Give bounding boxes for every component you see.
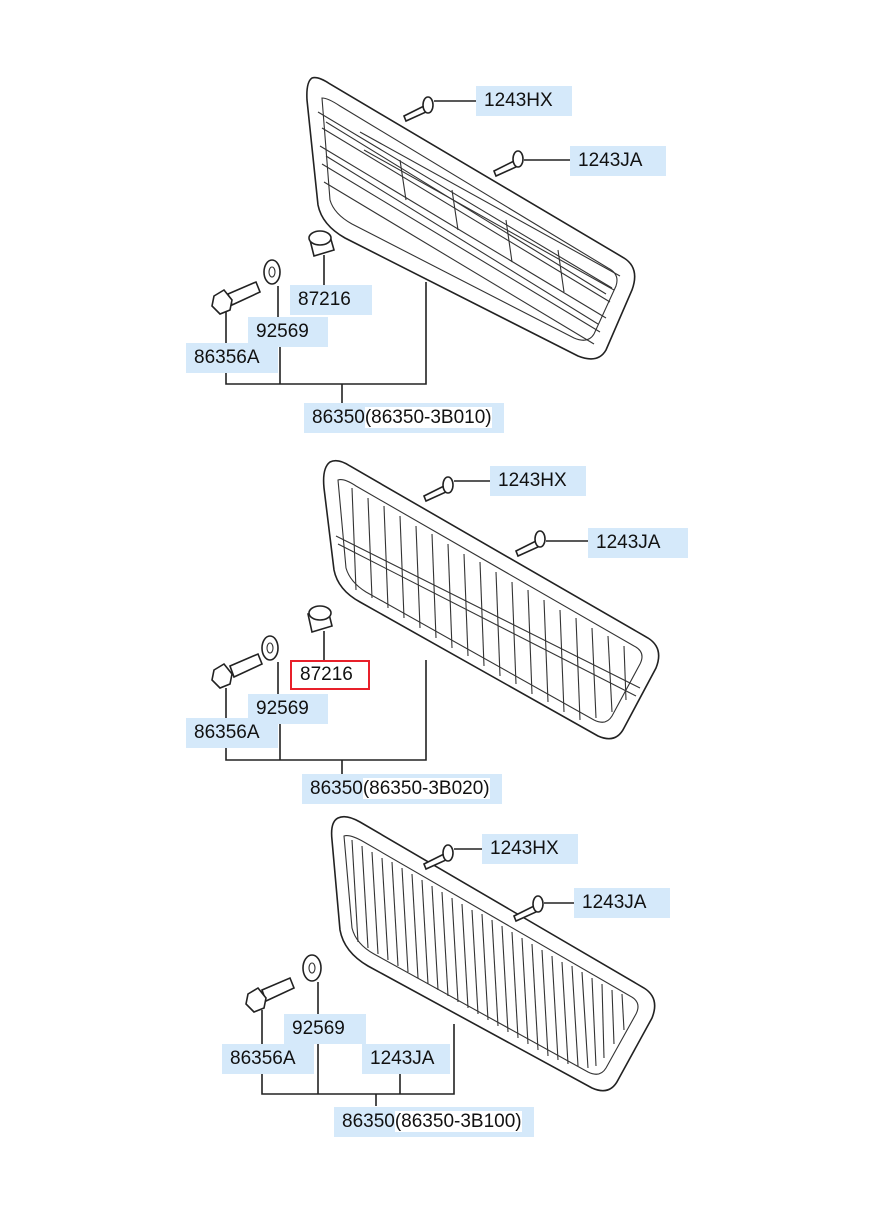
- screw-1243hx-icon: [402, 96, 434, 123]
- label-92569[interactable]: 92569: [248, 694, 328, 724]
- screw-1243ja-icon: [492, 150, 524, 178]
- label-1243ja-clip[interactable]: 1243JA: [362, 1044, 450, 1074]
- label-92569[interactable]: 92569: [248, 317, 328, 347]
- assembly-part-number: 86350: [312, 407, 365, 428]
- label-1243hx[interactable]: 1243HX: [482, 834, 578, 864]
- label-1243ja[interactable]: 1243JA: [588, 528, 688, 558]
- label-1243hx[interactable]: 1243HX: [490, 466, 586, 496]
- label-86356a[interactable]: 86356A: [222, 1044, 314, 1074]
- label-1243ja[interactable]: 1243JA: [574, 888, 670, 918]
- label-1243ja[interactable]: 1243JA: [570, 146, 666, 176]
- nut-87216-icon: [307, 605, 333, 634]
- screw-1243ja-icon: [512, 895, 544, 923]
- label-86350-assembly[interactable]: 86350(86350-3B020): [302, 774, 502, 804]
- label-87216-selected[interactable]: 87216: [290, 660, 370, 690]
- grille-vertical-fins: [322, 459, 660, 740]
- screw-1243ja-icon: [514, 530, 546, 558]
- label-92569[interactable]: 92569: [284, 1014, 366, 1044]
- bolt-86356a-icon: [211, 280, 262, 315]
- washer-92569-icon: [261, 635, 279, 661]
- assembly-part-number: 86350: [310, 778, 363, 799]
- assembly-catalog-number: (86350-3B010): [364, 407, 492, 428]
- label-86356a[interactable]: 86356A: [186, 718, 278, 748]
- label-87216[interactable]: 87216: [290, 285, 372, 315]
- label-86350-assembly[interactable]: 86350(86350-3B010): [304, 403, 504, 433]
- assembly-part-number: 86350: [342, 1111, 395, 1132]
- bolt-86356a-icon: [245, 976, 296, 1013]
- washer-92569-icon: [263, 259, 281, 285]
- assembly-catalog-number: (86350-3B100): [394, 1111, 522, 1132]
- nut-87216-icon: [308, 230, 335, 258]
- washer-92569-icon: [302, 954, 322, 982]
- screw-1243hx-icon: [422, 476, 454, 503]
- label-86350-assembly[interactable]: 86350(86350-3B100): [334, 1107, 534, 1137]
- label-86356a[interactable]: 86356A: [186, 343, 278, 373]
- grille-dense-fins: [330, 815, 656, 1092]
- grille-horizontal-bars: [306, 76, 636, 360]
- label-1243hx[interactable]: 1243HX: [476, 86, 572, 116]
- screw-1243hx-icon: [422, 844, 454, 871]
- assembly-catalog-number: (86350-3B020): [362, 778, 490, 799]
- bolt-86356a-icon: [211, 652, 264, 689]
